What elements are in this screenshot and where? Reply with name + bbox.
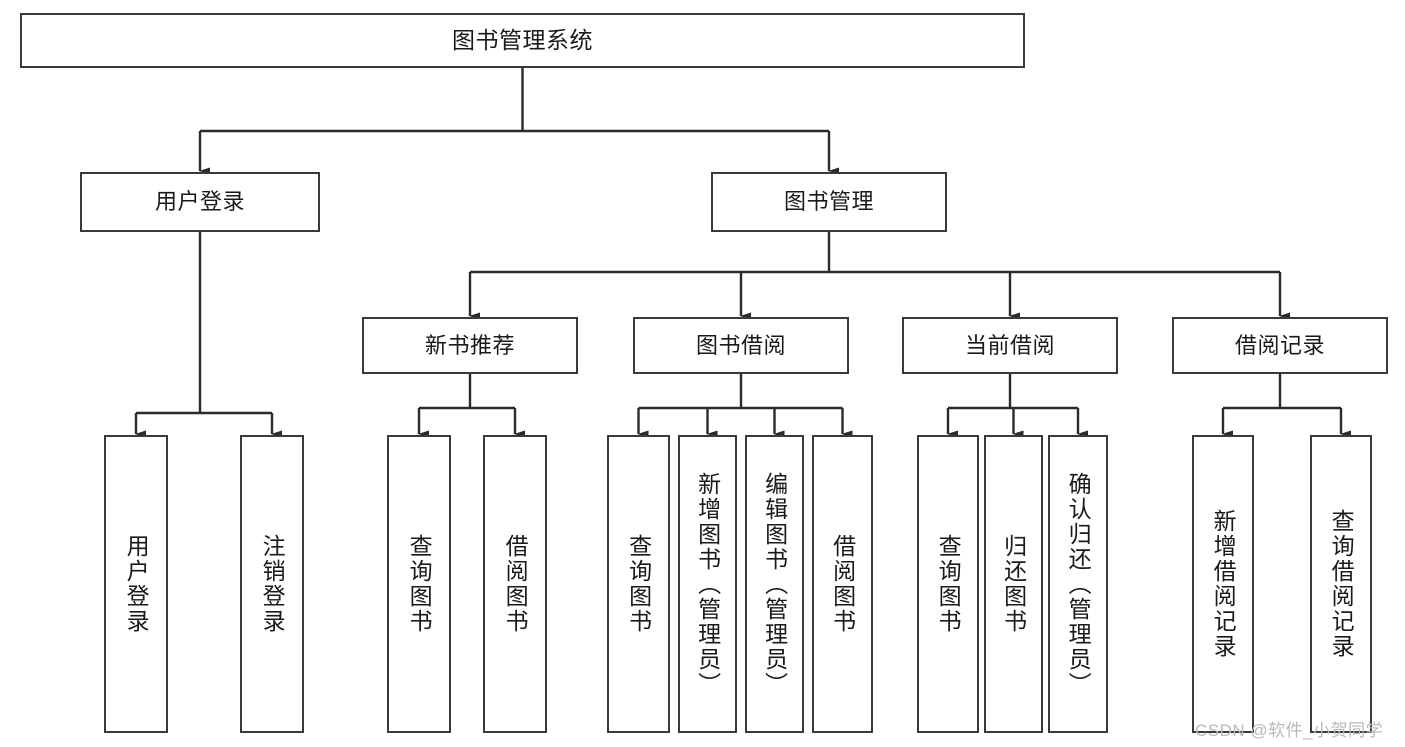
node-label: 查询图书 <box>406 534 433 634</box>
node-leaf-logout[interactable]: 注销登录 <box>240 435 304 733</box>
node-leaf-add-record[interactable]: 新增借阅记录 <box>1192 435 1254 733</box>
node-label: 新增借阅记录 <box>1210 509 1237 659</box>
node-leaf-user-login[interactable]: 用户登录 <box>104 435 168 733</box>
node-label: 注销登录 <box>259 534 286 634</box>
node-leaf-borrow-book-1[interactable]: 借阅图书 <box>483 435 547 733</box>
node-leaf-edit-book[interactable]: 编辑图书（管理员） <box>745 435 804 733</box>
node-label: 借阅图书 <box>502 534 529 634</box>
node-label: 图书管理系统 <box>452 26 593 53</box>
node-leaf-confirm-return[interactable]: 确认归还（管理员） <box>1048 435 1108 733</box>
node-label: 确认归还（管理员） <box>1065 471 1092 697</box>
node-current-borrow[interactable]: 当前借阅 <box>902 317 1118 374</box>
node-label: 图书管理 <box>783 189 874 215</box>
node-borrow-record[interactable]: 借阅记录 <box>1172 317 1388 374</box>
node-label: 当前借阅 <box>964 332 1055 358</box>
node-label: 图书借阅 <box>695 332 786 358</box>
node-book-borrow[interactable]: 图书借阅 <box>633 317 849 374</box>
node-leaf-return-book[interactable]: 归还图书 <box>984 435 1043 733</box>
node-label: 编辑图书（管理员） <box>761 471 788 697</box>
node-label: 归还图书 <box>1000 534 1027 634</box>
node-label: 查询借阅记录 <box>1328 509 1355 659</box>
node-leaf-add-book[interactable]: 新增图书（管理员） <box>678 435 737 733</box>
node-user-login[interactable]: 用户登录 <box>80 172 320 232</box>
node-label: 用户登录 <box>123 534 150 634</box>
node-new-book-rec[interactable]: 新书推荐 <box>362 317 578 374</box>
node-leaf-borrow-book-2[interactable]: 借阅图书 <box>812 435 873 733</box>
node-leaf-query-book-1[interactable]: 查询图书 <box>387 435 451 733</box>
csdn-watermark: CSDN @软件_小贺同学 <box>1195 721 1384 740</box>
node-label: 借阅记录 <box>1234 332 1325 358</box>
node-leaf-query-book-2[interactable]: 查询图书 <box>607 435 670 733</box>
node-label: 新书推荐 <box>424 332 515 358</box>
node-leaf-query-book-3[interactable]: 查询图书 <box>917 435 979 733</box>
node-label: 用户登录 <box>154 189 245 215</box>
node-label: 查询图书 <box>625 534 652 634</box>
node-book-manage[interactable]: 图书管理 <box>711 172 947 232</box>
node-label: 借阅图书 <box>829 534 856 634</box>
node-label: 新增图书（管理员） <box>694 471 721 697</box>
node-leaf-query-record[interactable]: 查询借阅记录 <box>1310 435 1372 733</box>
node-root-root[interactable]: 图书管理系统 <box>20 13 1025 68</box>
node-label: 查询图书 <box>935 534 962 634</box>
